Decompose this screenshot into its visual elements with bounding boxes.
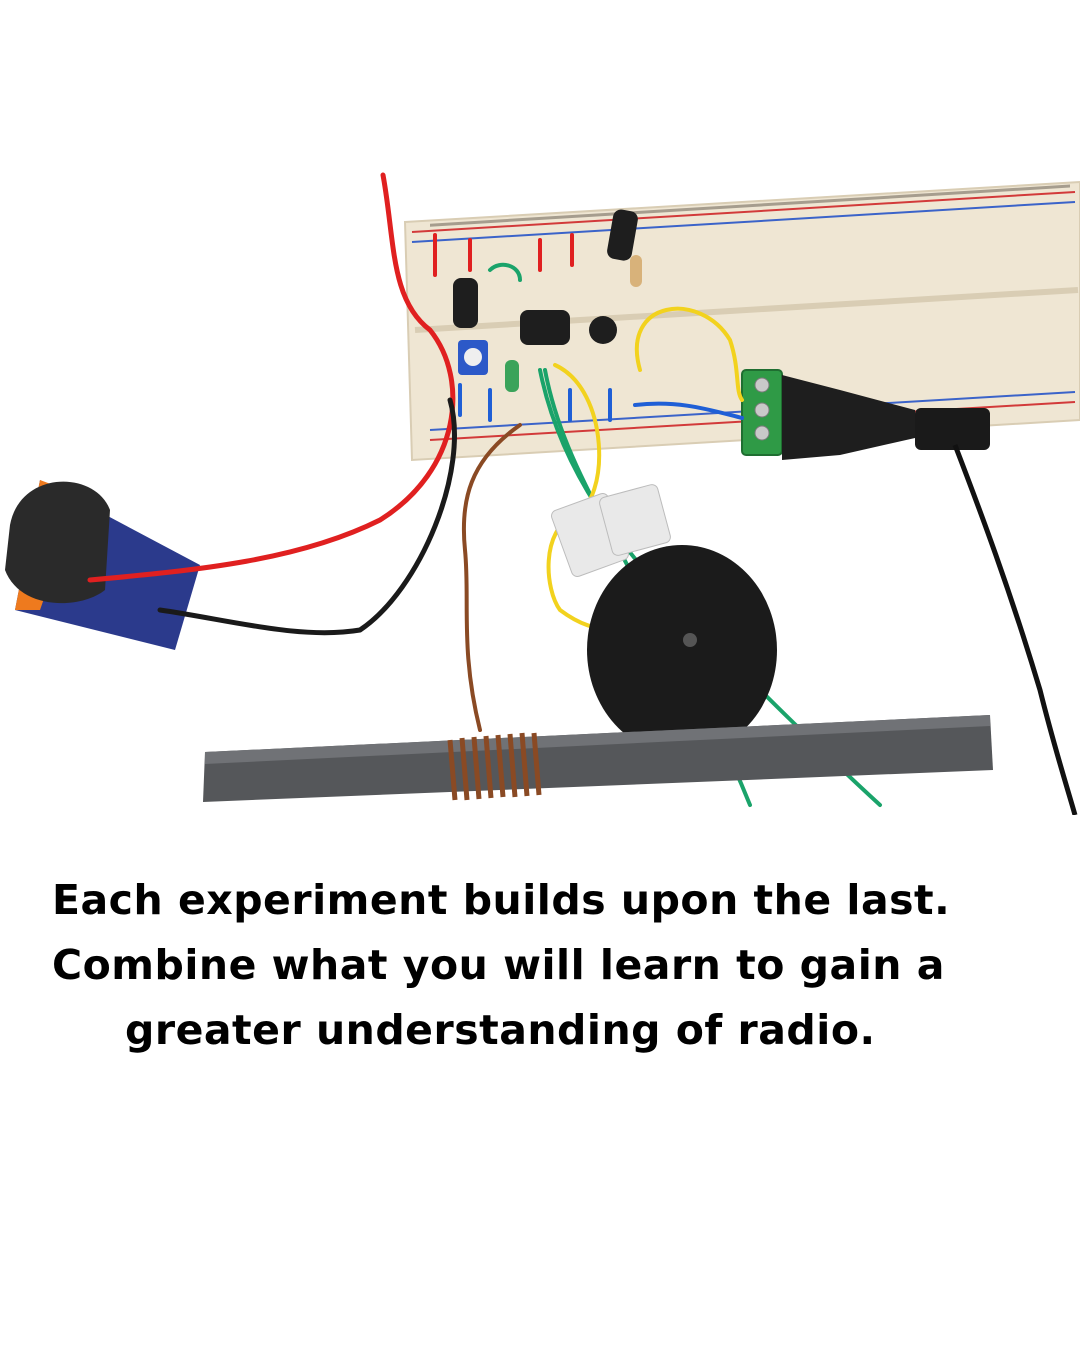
electrolytic-capacitors xyxy=(453,209,638,345)
variable-capacitor xyxy=(551,484,777,755)
caption-line-2: Combine what you will learn to gain a xyxy=(52,941,945,989)
caption: Each experiment builds upon the last. Co… xyxy=(0,868,950,1063)
trimmer-pot xyxy=(458,340,488,375)
circuit-photo xyxy=(5,172,1080,815)
caption-line-1: Each experiment builds upon the last. xyxy=(52,876,951,924)
battery-9v xyxy=(5,480,200,650)
coil xyxy=(447,732,542,801)
terminal-block xyxy=(741,369,915,460)
caption-line-3: greater understanding of radio. xyxy=(125,1006,876,1054)
audio-jack xyxy=(915,408,1078,815)
ferrite-rod-antenna xyxy=(203,715,993,802)
resistor xyxy=(505,255,642,392)
